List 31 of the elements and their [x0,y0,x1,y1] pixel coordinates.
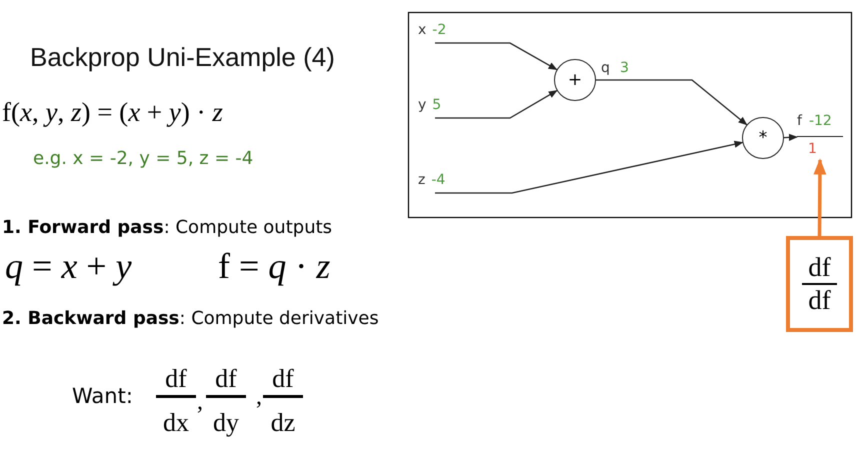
arrow [435,140,744,194]
want-label: Want: [72,386,133,407]
arrow [435,42,558,70]
numerator: df [206,366,246,398]
input-value: z -4 [418,173,463,193]
denominator: dx [162,410,190,436]
numerator: df [156,366,196,398]
operation-node: + [554,59,596,101]
comma: , [256,385,262,409]
step-heading: 2. Backward pass: Compute derivatives [2,310,379,328]
forward-value: 3 [620,61,629,75]
comma: , [197,390,203,414]
example-values: e.g. x = -2, y = 5, z = -4 [33,150,254,168]
denominator: dy [212,410,240,436]
numerator: df [263,366,303,398]
arrow [435,90,558,119]
arrow [596,79,748,126]
highlight-box: df df [786,236,853,332]
input-value: y 5 [418,98,463,118]
input-value: x -2 [418,23,463,43]
operation-node: * [742,117,784,159]
arrow [784,134,798,141]
value-name: q [601,61,610,75]
formula: q = x + y [5,248,132,284]
formula: f = q · z [218,248,330,284]
slide-title: Backprop Uni-Example (4) [30,44,335,70]
step-heading: 1. Forward pass: Compute outputs [2,219,332,237]
output-value: f -12 1 [797,114,843,160]
formula: f(x, y, z) = (x + y) · z [2,99,223,126]
denominator: dz [270,410,296,436]
arrow [814,158,826,236]
